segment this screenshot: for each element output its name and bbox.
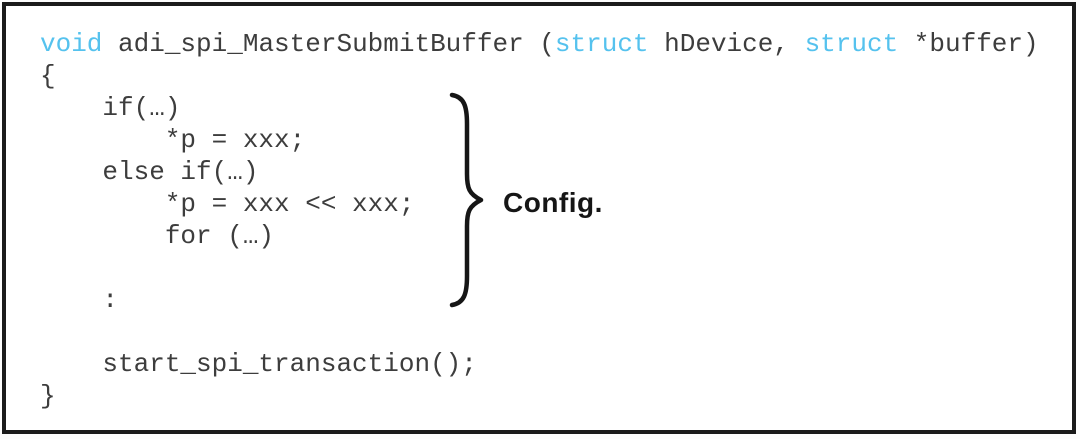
code-line: for (…) [40, 220, 1039, 252]
code-text: *buffer) [898, 29, 1039, 59]
code-text: for (…) [40, 221, 275, 251]
code-line: if(…) [40, 92, 1039, 124]
code-line: } [40, 380, 1039, 412]
config-annotation-label: Config. [503, 187, 603, 218]
code-line: *p = xxx; [40, 124, 1039, 156]
code-line: *p = xxx << xxx; [40, 188, 1039, 220]
code-line: else if(…) [40, 156, 1039, 188]
code-line: void adi_spi_MasterSubmitBuffer (struct … [40, 28, 1039, 60]
right-curly-brace [449, 92, 484, 308]
code-text: start_spi_transaction(); [40, 349, 477, 379]
code-figure-frame: void adi_spi_MasterSubmitBuffer (struct … [2, 2, 1076, 434]
code-line [40, 252, 1039, 284]
code-text: adi_spi_MasterSubmitBuffer ( [102, 29, 555, 59]
code-text: } [40, 381, 56, 411]
code-text: { [40, 61, 56, 91]
code-block: void adi_spi_MasterSubmitBuffer (struct … [40, 28, 1039, 412]
code-text: hDevice, [648, 29, 805, 59]
code-line: : [40, 284, 1039, 316]
curly-brace-path [449, 92, 484, 308]
code-line [40, 316, 1039, 348]
code-text: : [40, 285, 119, 315]
code-keyword: void [40, 29, 103, 59]
code-text: *p = xxx << xxx; [40, 189, 415, 219]
code-text: else if(…) [40, 157, 259, 187]
code-line: { [40, 60, 1039, 92]
code-line: start_spi_transaction(); [40, 348, 1039, 380]
code-keyword: struct [554, 29, 649, 59]
code-text: if(…) [40, 93, 181, 123]
code-text: *p = xxx; [40, 125, 306, 155]
code-keyword: struct [804, 29, 899, 59]
